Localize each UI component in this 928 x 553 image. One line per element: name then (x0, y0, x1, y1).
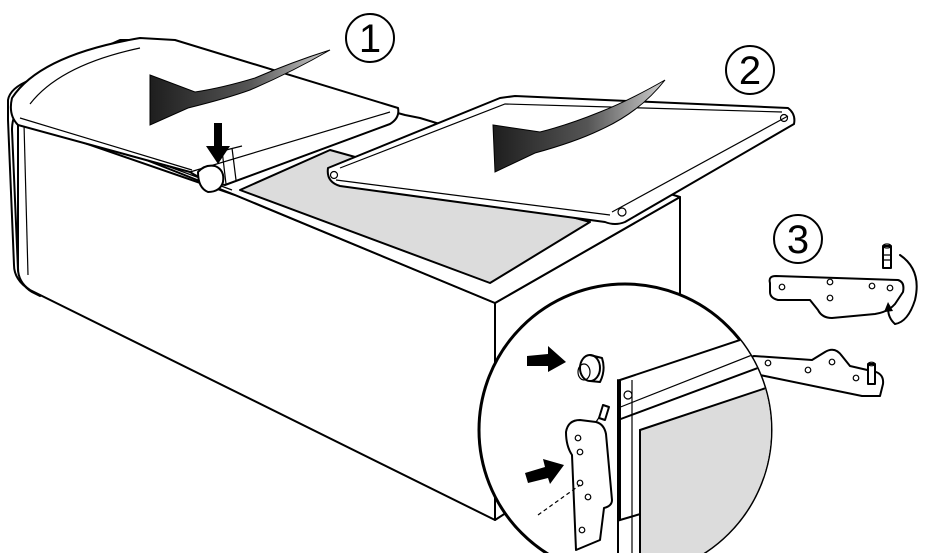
insert-arrow-icon (527, 346, 566, 372)
insert-arrow-icon (525, 459, 564, 484)
lid-left (9, 37, 400, 193)
hinge-plate-lower (746, 348, 885, 397)
lid-right (326, 95, 796, 225)
rotate-arrow-icon (492, 79, 666, 173)
hinge-plate-upper (768, 243, 905, 319)
step-2-number: 2 (739, 49, 761, 93)
step-3-marker: 3 (773, 214, 823, 264)
step-3-number: 3 (787, 218, 809, 262)
flip-arrow-icon (884, 254, 918, 325)
push-down-arrow-icon (206, 123, 230, 164)
step-2-marker: 2 (725, 45, 775, 95)
step-1-marker: 1 (345, 13, 395, 63)
rotate-arrow-icon (149, 49, 331, 126)
step-1-number: 1 (359, 17, 381, 61)
hinge-detail-callout (477, 282, 773, 553)
